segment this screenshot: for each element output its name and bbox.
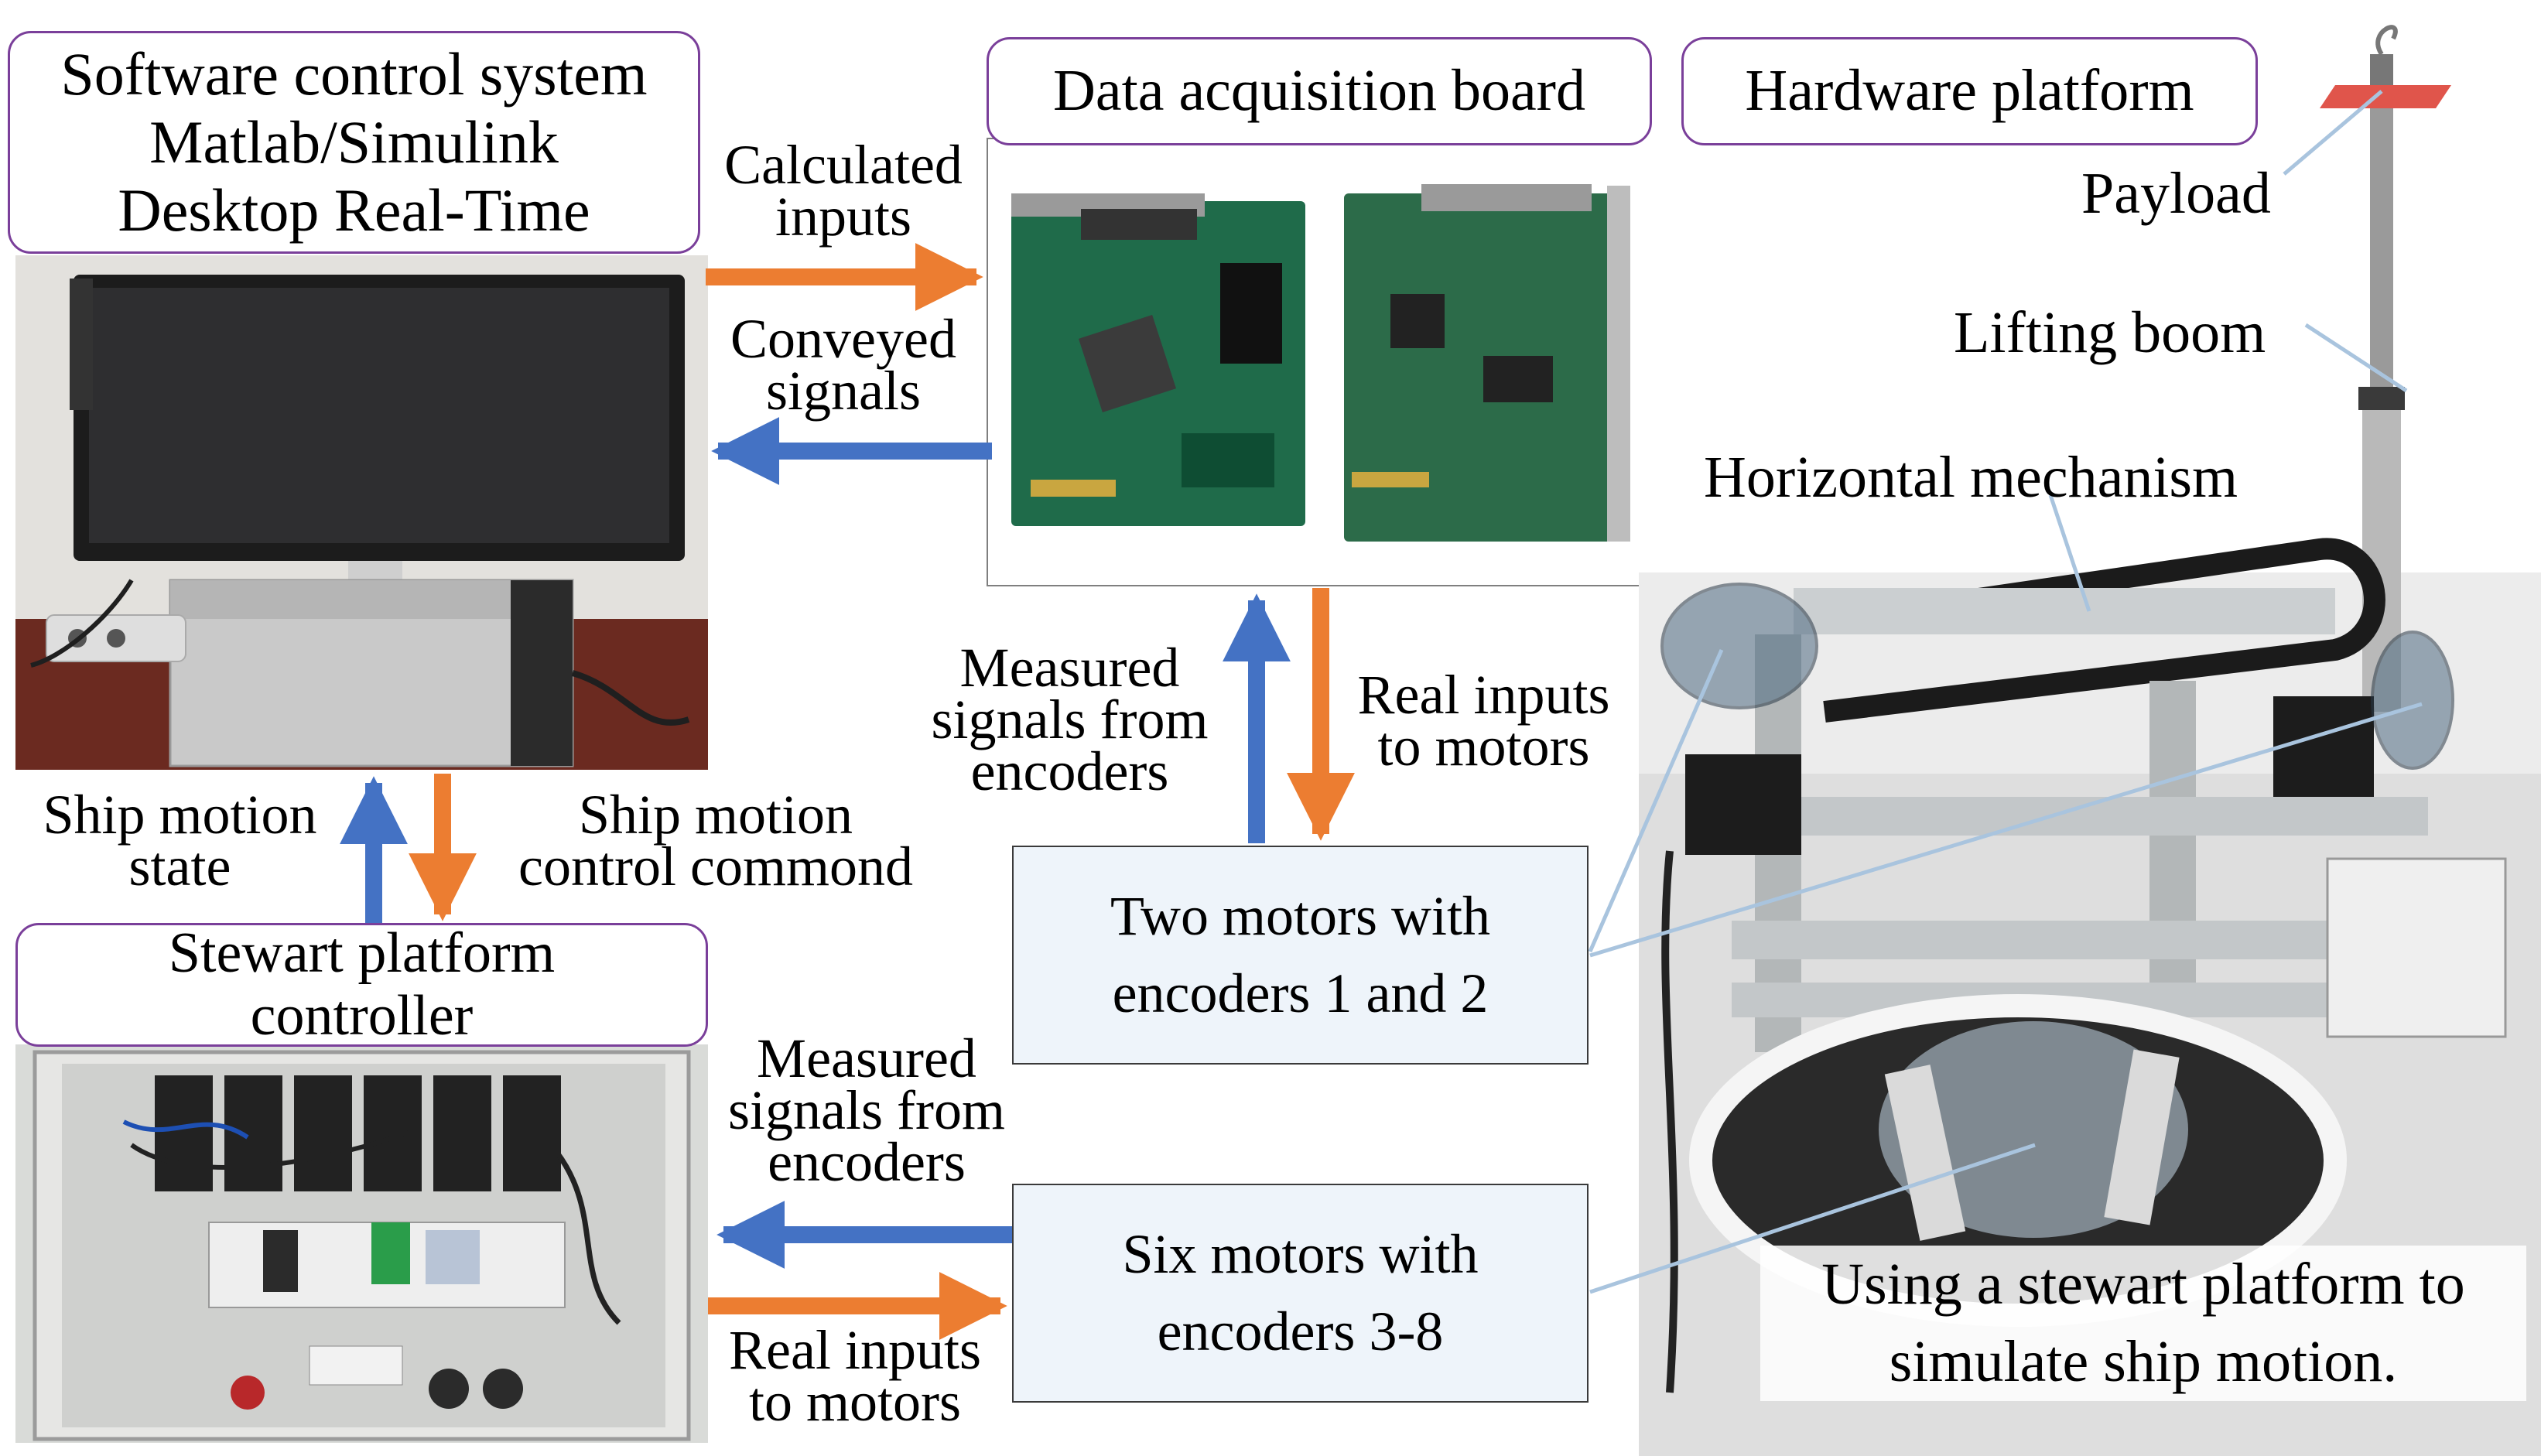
hardware-title-label: Hardware platform [1681, 37, 2258, 145]
label-ship-motion-state: Ship motion state [15, 784, 344, 897]
ship-motion-control-line-2: control commond [518, 835, 913, 897]
hardware-title: Hardware platform [1745, 58, 2194, 124]
conveyed-signals-line-2: signals [765, 359, 921, 422]
daq-title: Data acquisition board [1052, 58, 1585, 124]
conveyed-signals-line-1: Conveyed [730, 308, 956, 370]
measured-bottom-line-2: signals from [728, 1078, 1005, 1141]
software-line-3: Desktop Real-Time [118, 176, 590, 244]
controller-cabinet-photo [15, 1044, 708, 1443]
label-measured-bottom: Measured signals from encoders [700, 1027, 1033, 1193]
software-line-1: Software control system [60, 39, 648, 108]
computer-illustration [15, 255, 708, 770]
label-lifting-boom: Lifting boom [1954, 300, 2317, 365]
controller-cabinet-illustration [32, 1050, 691, 1441]
pointer-lines [1588, 90, 2423, 1294]
label-ship-motion-control: Ship motion control commond [476, 784, 956, 897]
real-inputs-top-line-2: to motors [1377, 715, 1590, 778]
motors-1-2-box: Two motors with encoders 1 and 2 [1012, 846, 1589, 1065]
stewart-caption-line-1: Using a stewart platform to [1821, 1252, 2465, 1317]
ship-motion-state-line-1: Ship motion [43, 784, 317, 846]
real-inputs-bottom-line-2: to motors [748, 1370, 961, 1433]
label-conveyed-signals: Conveyed signals [700, 308, 987, 422]
calculated-inputs-line-2: inputs [775, 185, 912, 248]
calculated-inputs-line-1: Calculated [724, 134, 963, 196]
stewart-controller-line-1: Stewart platform [168, 921, 556, 985]
stewart-controller-label: Stewart platform controller [15, 921, 708, 1048]
label-measured-top: Measured signals from encoders [901, 637, 1238, 802]
daq-board-photo [987, 138, 1652, 586]
computer-photo [15, 255, 708, 770]
label-real-inputs-bottom: Real inputs to motors [700, 1319, 1010, 1433]
measured-top-line-1: Measured [959, 637, 1180, 699]
ship-motion-state-line-2: state [128, 835, 231, 897]
label-real-inputs-top: Real inputs to motors [1331, 664, 1636, 778]
label-calculated-inputs: Calculated inputs [700, 134, 987, 248]
ship-motion-control-line-1: Ship motion [578, 784, 853, 846]
daq-board-illustration [1011, 184, 1630, 542]
payload-text: Payload [2081, 161, 2271, 226]
measured-bottom-line-3: encoders [768, 1130, 966, 1193]
stewart-controller-line-2: controller [250, 984, 474, 1048]
label-payload: Payload [2081, 161, 2314, 226]
label-stewart-caption: Using a stewart platform to simulate shi… [1760, 1246, 2526, 1401]
motors-3-8-line-1: Six motors with [1122, 1223, 1479, 1286]
motors-3-8-line-2: encoders 3-8 [1157, 1300, 1444, 1362]
software-line-2: Matlab/Simulink [149, 108, 559, 176]
daq-title-label: Data acquisition board [987, 37, 1652, 145]
label-horizontal-mechanism: Horizontal mechanism [1704, 445, 2323, 510]
motors-1-2-line-1: Two motors with [1110, 885, 1490, 948]
measured-top-line-2: signals from [931, 688, 1209, 750]
motors-3-8-box: Six motors with encoders 3-8 [1012, 1184, 1589, 1403]
software-control-system-label: Software control system Matlab/Simulink … [8, 31, 700, 254]
measured-bottom-line-1: Measured [757, 1027, 976, 1089]
real-inputs-bottom-line-1: Real inputs [729, 1319, 981, 1381]
real-inputs-top-line-1: Real inputs [1357, 664, 1610, 726]
lifting-boom-text: Lifting boom [1954, 300, 2266, 365]
measured-top-line-3: encoders [970, 740, 1169, 802]
motors-1-2-line-2: encoders 1 and 2 [1112, 962, 1489, 1024]
horizontal-mechanism-text: Horizontal mechanism [1704, 445, 2238, 510]
stewart-caption-line-2: simulate ship motion. [1889, 1329, 2398, 1395]
